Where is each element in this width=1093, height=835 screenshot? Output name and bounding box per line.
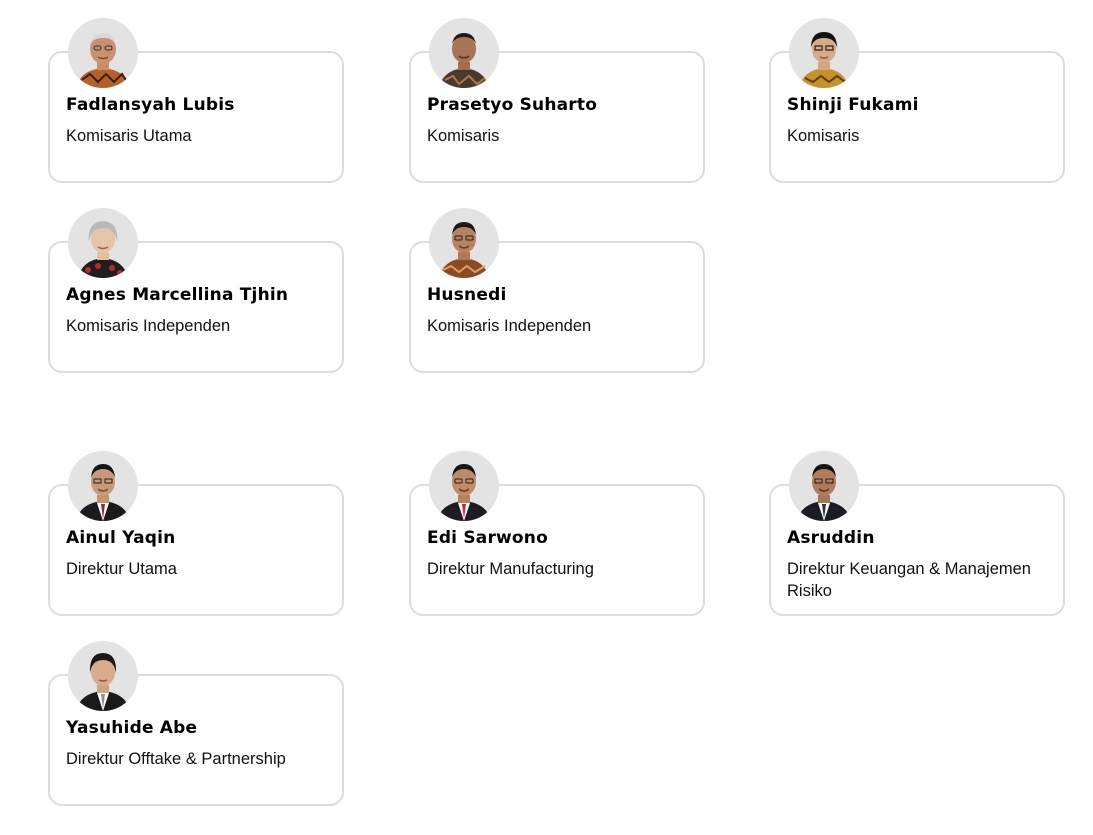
profile-card-prasetyo-suharto[interactable]: Prasetyo Suharto Komisaris: [409, 51, 705, 183]
profile-name: Shinji Fukami: [787, 95, 919, 115]
profile-name: Fadlansyah Lubis: [66, 95, 235, 115]
profile-role: Komisaris Independen: [427, 317, 592, 335]
portrait-photo: [68, 451, 138, 521]
profile-name: Ainul Yaqin: [66, 528, 176, 548]
portrait-photo: [429, 18, 499, 88]
profile-role: Komisaris: [787, 127, 860, 145]
portrait-photo: [68, 18, 138, 88]
portrait-photo: [68, 641, 138, 711]
portrait-photo: [429, 208, 499, 278]
profile-role: Direktur Manufacturing: [427, 560, 594, 578]
profile-role: Komisaris Utama: [66, 127, 192, 145]
profile-role: Direktur Keuangan & Manajemen Risiko: [787, 560, 1031, 600]
profile-name: Husnedi: [427, 285, 507, 305]
portrait-photo: [429, 451, 499, 521]
profile-name: Asruddin: [787, 528, 875, 548]
profile-role: Komisaris: [427, 127, 500, 145]
profile-name: Agnes Marcellina Tjhin: [66, 285, 289, 305]
profile-name: Yasuhide Abe: [66, 718, 198, 738]
portrait-photo: [68, 208, 138, 278]
profile-role: Direktur Utama: [66, 560, 177, 578]
profile-role: Direktur Offtake & Partnership: [66, 750, 286, 768]
profile-role: Komisaris Independen: [66, 317, 231, 335]
portrait-photo: [789, 451, 859, 521]
portrait-photo: [789, 18, 859, 88]
profile-name: Prasetyo Suharto: [427, 95, 598, 115]
profile-card-fadlansyah-lubis[interactable]: Fadlansyah Lubis Komisaris Utama: [48, 51, 344, 183]
profile-name: Edi Sarwono: [427, 528, 548, 548]
